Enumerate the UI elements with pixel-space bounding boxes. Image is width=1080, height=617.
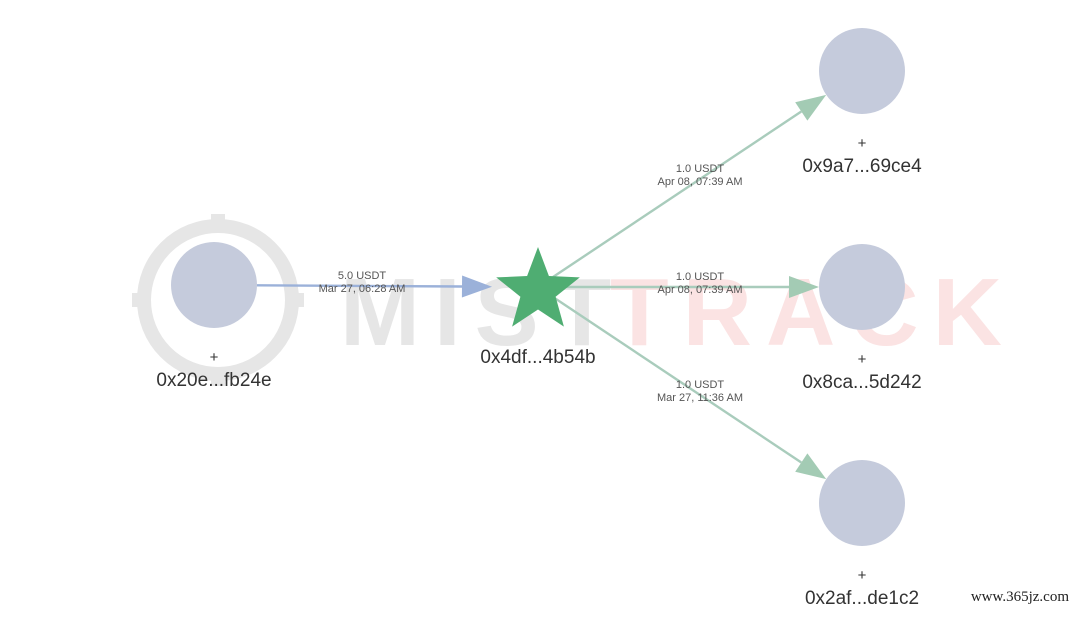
edge-time-label: Apr 08, 07:39 AM: [658, 284, 743, 296]
edge-amount-label: 1.0 USDT: [676, 379, 725, 391]
edge-arrowhead: [461, 275, 492, 298]
site-watermark-text: www.365jz.com: [967, 588, 1072, 607]
node-address-label[interactable]: 0x8ca...5d242: [802, 372, 921, 393]
edge-center-t1[interactable]: 1.0 USDT Apr 08, 07:39 AM: [552, 94, 827, 278]
edge-arrowhead: [795, 453, 827, 480]
edge-center-t2[interactable]: 1.0 USDT Apr 08, 07:39 AM: [556, 271, 819, 298]
watermark-text-right: TRACK: [610, 259, 1016, 366]
watermark: MIST TRACK: [132, 214, 1016, 386]
node-center[interactable]: 0x4df...4b54b: [480, 247, 596, 368]
edge-line[interactable]: [552, 110, 802, 278]
nodes-layer: + 0x20e...fb24e 0x4df...4b54b + 0x9a7...…: [156, 28, 922, 609]
circle-node-icon[interactable]: [819, 28, 905, 114]
expand-plus-icon[interactable]: +: [858, 135, 867, 152]
edge-src-center[interactable]: 5.0 USDT Mar 27, 06:28 AM: [256, 270, 492, 298]
circle-node-icon[interactable]: [819, 460, 905, 546]
node-target-1[interactable]: + 0x9a7...69ce4: [802, 28, 922, 177]
node-address-label[interactable]: 0x9a7...69ce4: [802, 156, 922, 177]
edges-layer: 5.0 USDT Mar 27, 06:28 AM 1.0 USDT Apr 0…: [256, 94, 827, 480]
node-source[interactable]: + 0x20e...fb24e: [156, 242, 272, 391]
edge-amount-label: 1.0 USDT: [676, 163, 725, 175]
edge-center-t3[interactable]: 1.0 USDT Mar 27, 11:36 AM: [552, 296, 827, 480]
expand-plus-icon[interactable]: +: [858, 351, 867, 368]
edge-time-label: Apr 08, 07:39 AM: [658, 176, 743, 188]
star-node-icon[interactable]: [496, 247, 580, 327]
edge-time-label: Mar 27, 06:28 AM: [319, 283, 406, 295]
edge-time-label: Mar 27, 11:36 AM: [657, 392, 743, 404]
edge-line[interactable]: [256, 284, 463, 288]
watermark-logo-icon: [132, 214, 304, 386]
circle-node-icon[interactable]: [171, 242, 257, 328]
expand-plus-icon[interactable]: +: [210, 349, 219, 366]
circle-node-icon[interactable]: [819, 244, 905, 330]
expand-plus-icon[interactable]: +: [858, 567, 867, 584]
edge-line[interactable]: [552, 296, 802, 464]
node-address-label[interactable]: 0x20e...fb24e: [156, 370, 271, 391]
edge-arrowhead: [795, 94, 827, 121]
edge-amount-label: 1.0 USDT: [676, 271, 725, 283]
node-address-label[interactable]: 0x4df...4b54b: [480, 347, 595, 368]
node-target-3[interactable]: + 0x2af...de1c2: [805, 460, 919, 609]
node-address-label[interactable]: 0x2af...de1c2: [805, 588, 919, 609]
node-target-2[interactable]: + 0x8ca...5d242: [802, 244, 922, 393]
edge-arrowhead: [789, 276, 819, 298]
edge-amount-label: 5.0 USDT: [338, 270, 387, 282]
